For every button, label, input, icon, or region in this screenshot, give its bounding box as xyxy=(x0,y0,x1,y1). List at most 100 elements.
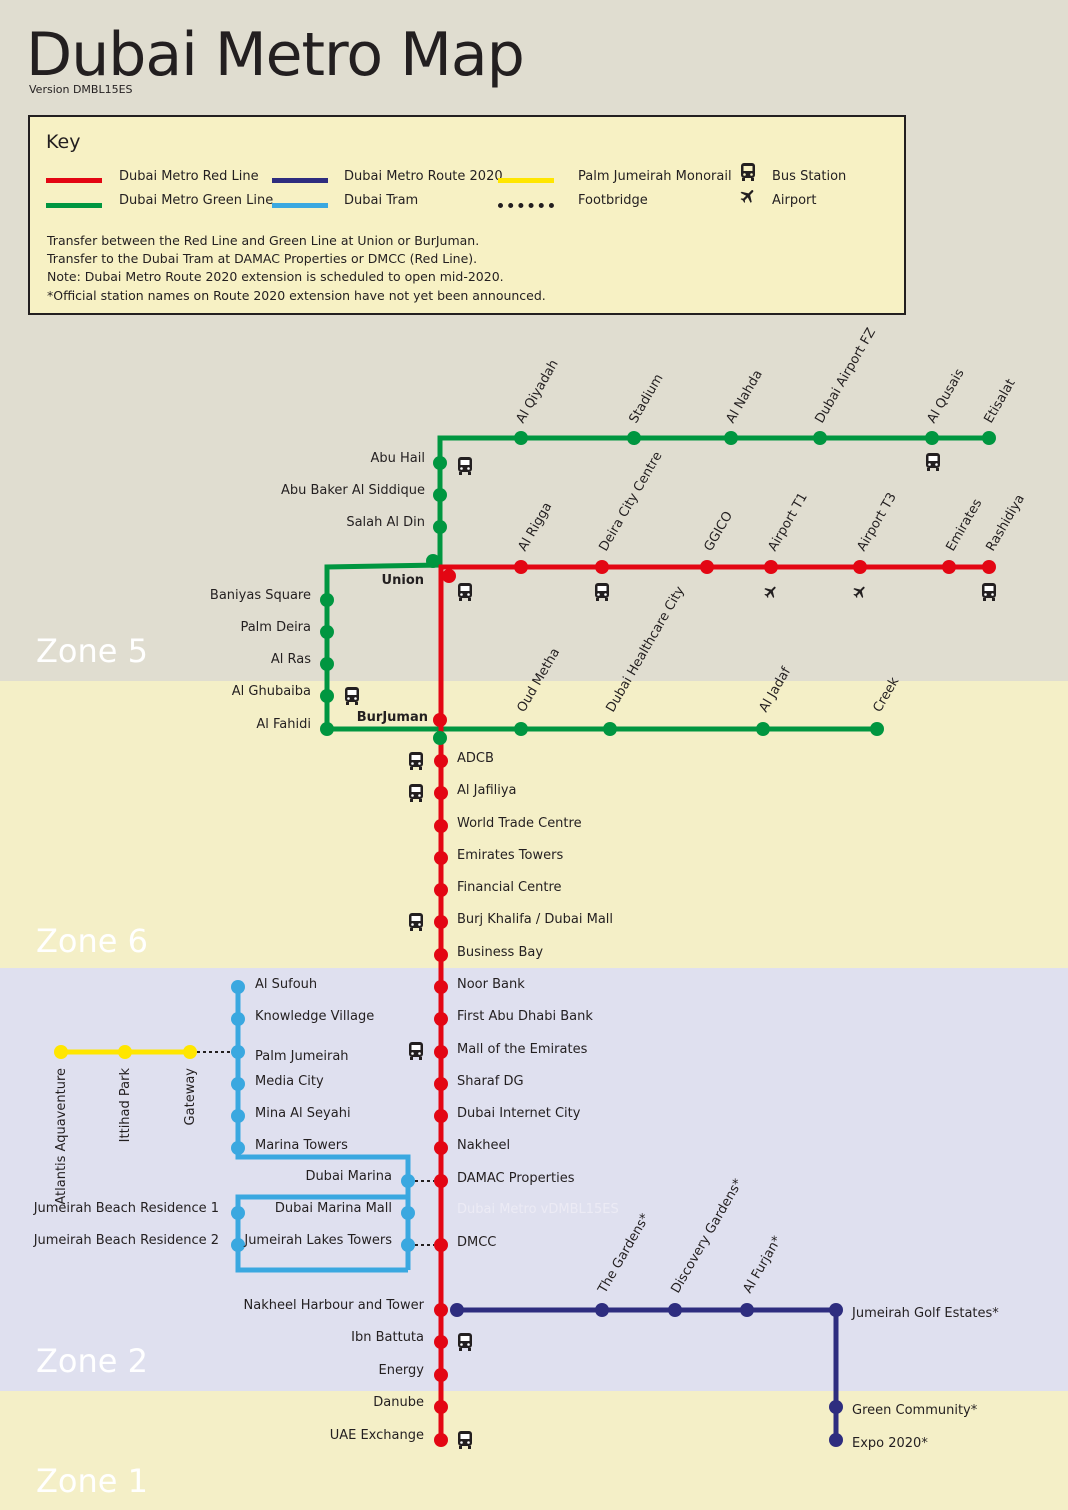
key-note-4: *Official station names on Route 2020 ex… xyxy=(47,288,546,303)
station-dot-nakheel-harbour-and-tower[interactable] xyxy=(434,1303,448,1317)
station-dot-marina-towers[interactable] xyxy=(231,1141,245,1155)
station-dot-al-jadaf[interactable] xyxy=(756,722,770,736)
zone-2-label: Zone 2 xyxy=(36,1342,148,1380)
station-dot-danube[interactable] xyxy=(434,1400,448,1414)
station-dot-salah-al-din[interactable] xyxy=(433,520,447,534)
station-dot-dmcc[interactable] xyxy=(434,1238,448,1252)
station-dot-al-ghubaiba[interactable] xyxy=(320,689,334,703)
station-label-emirates-towers: Emirates Towers xyxy=(457,848,563,863)
station-dot-union-green[interactable] xyxy=(426,554,440,568)
zone-6-label: Zone 6 xyxy=(36,922,148,960)
station-dot-knowledge-village[interactable] xyxy=(231,1012,245,1026)
watermark: Dubai Metro vDMBL15ES xyxy=(457,1202,619,1217)
station-label-energy: Energy xyxy=(378,1363,424,1378)
station-dot-energy[interactable] xyxy=(434,1368,448,1382)
station-dot-stadium[interactable] xyxy=(627,431,641,445)
station-dot-creek[interactable] xyxy=(870,722,884,736)
station-dot-financial-centre[interactable] xyxy=(434,883,448,897)
station-dot-sharaf-dg[interactable] xyxy=(434,1077,448,1091)
bus-icon xyxy=(345,687,359,705)
station-dot-jumeirah-lakes-towers[interactable] xyxy=(401,1238,415,1252)
station-dot-damac-properties[interactable] xyxy=(434,1174,448,1188)
station-dot-burj-khalifa-dubai-mall[interactable] xyxy=(434,915,448,929)
station-dot-al-qiyadah[interactable] xyxy=(514,431,528,445)
station-label-dubai-marina-mall: Dubai Marina Mall xyxy=(275,1201,392,1216)
station-label-expo-2020: Expo 2020* xyxy=(852,1436,928,1451)
station-dot-abu-baker-al-siddique[interactable] xyxy=(433,488,447,502)
station-dot-al-rigga[interactable] xyxy=(514,560,528,574)
station-label-etisalat: Etisalat xyxy=(981,377,1018,426)
station-dot-world-trade-centre[interactable] xyxy=(434,819,448,833)
station-dot-etisalat[interactable] xyxy=(982,431,996,445)
station-dot-uae-exchange[interactable] xyxy=(434,1433,448,1447)
station-dot-burjuman-red[interactable] xyxy=(433,713,447,727)
station-dot-mall-of-the-emirates[interactable] xyxy=(434,1045,448,1059)
station-dot-jumeirah-beach-residence-1[interactable] xyxy=(231,1206,245,1220)
station-label-uae-exchange: UAE Exchange xyxy=(330,1428,424,1443)
station-label-union: Union xyxy=(382,573,424,588)
station-dot-business-bay[interactable] xyxy=(434,948,448,962)
station-dot-dubai-healthcare-city[interactable] xyxy=(603,722,617,736)
station-dot-atlantis-aquaventure[interactable] xyxy=(54,1045,68,1059)
station-dot-abu-hail[interactable] xyxy=(433,456,447,470)
station-dot-palm-deira[interactable] xyxy=(320,625,334,639)
station-dot-oud-metha[interactable] xyxy=(514,722,528,736)
station-dot-gateway[interactable] xyxy=(183,1045,197,1059)
station-dot-jumeirah-golf-estates[interactable] xyxy=(829,1303,843,1317)
station-dot-expo-2020[interactable] xyxy=(829,1433,843,1447)
station-dot-al-sufouh[interactable] xyxy=(231,980,245,994)
station-label-media-city: Media City xyxy=(255,1074,324,1089)
station-dot-baniyas-square[interactable] xyxy=(320,593,334,607)
station-label-al-rigga: Al Rigga xyxy=(515,500,555,554)
station-dot-route-2020-start[interactable] xyxy=(450,1303,464,1317)
station-dot-deira-city-centre[interactable] xyxy=(595,560,609,574)
station-dot-nakheel[interactable] xyxy=(434,1141,448,1155)
station-label-knowledge-village: Knowledge Village xyxy=(255,1009,374,1024)
station-label-dmcc: DMCC xyxy=(457,1235,496,1250)
key-note-3: Note: Dubai Metro Route 2020 extension i… xyxy=(47,269,504,284)
station-dot-al-nahda[interactable] xyxy=(724,431,738,445)
station-dot-airport-t3[interactable] xyxy=(853,560,867,574)
station-dot-al-ras[interactable] xyxy=(320,657,334,671)
station-dot-dubai-internet-city[interactable] xyxy=(434,1109,448,1123)
station-dot-noor-bank[interactable] xyxy=(434,980,448,994)
station-label-al-fahidi: Al Fahidi xyxy=(256,717,311,732)
station-label-stadium: Stadium xyxy=(626,372,666,426)
station-dot-emirates[interactable] xyxy=(942,560,956,574)
station-dot-ittihad-park[interactable] xyxy=(118,1045,132,1059)
station-dot-green-community[interactable] xyxy=(829,1400,843,1414)
station-dot-palm-jumeirah[interactable] xyxy=(231,1045,245,1059)
station-dot-discovery-gardens[interactable] xyxy=(668,1303,682,1317)
page-title: Dubai Metro Map xyxy=(26,20,525,90)
station-dot-union-red[interactable] xyxy=(442,569,456,583)
station-dot-adcb[interactable] xyxy=(434,754,448,768)
station-label-airport-t1: Airport T1 xyxy=(765,490,810,554)
station-dot-al-qusais[interactable] xyxy=(925,431,939,445)
station-dot-emirates-towers[interactable] xyxy=(434,851,448,865)
station-label-al-nahda: Al Nahda xyxy=(723,368,765,426)
station-dot-burjuman-green[interactable] xyxy=(433,731,447,745)
station-label-jumeirah-golf-estates: Jumeirah Golf Estates* xyxy=(851,1306,999,1321)
station-dot-al-fahidi[interactable] xyxy=(320,722,334,736)
station-dot-jumeirah-beach-residence-2[interactable] xyxy=(231,1238,245,1252)
station-dot-rashidiya[interactable] xyxy=(982,560,996,574)
station-dot-ibn-battuta[interactable] xyxy=(434,1335,448,1349)
station-dot-mina-al-seyahi[interactable] xyxy=(231,1109,245,1123)
station-dot-dubai-marina[interactable] xyxy=(401,1174,415,1188)
station-dot-airport-t1[interactable] xyxy=(764,560,778,574)
bus-icon xyxy=(926,453,940,471)
station-dot-ggico[interactable] xyxy=(700,560,714,574)
station-label-al-ghubaiba: Al Ghubaiba xyxy=(232,684,311,699)
station-dot-dubai-airport-fz[interactable] xyxy=(813,431,827,445)
station-dot-first-abu-dhabi-bank[interactable] xyxy=(434,1012,448,1026)
station-label-the-gardens: The Gardens* xyxy=(595,1211,653,1297)
station-label-green-community: Green Community* xyxy=(852,1403,978,1418)
airport-icon xyxy=(740,190,754,203)
station-label-oud-metha: Oud Metha xyxy=(514,646,563,715)
station-dot-the-gardens[interactable] xyxy=(595,1303,609,1317)
station-dot-al-jafiliya[interactable] xyxy=(434,786,448,800)
station-dot-al-furjan[interactable] xyxy=(740,1303,754,1317)
station-dot-media-city[interactable] xyxy=(231,1077,245,1091)
station-dot-dubai-marina-mall[interactable] xyxy=(401,1206,415,1220)
